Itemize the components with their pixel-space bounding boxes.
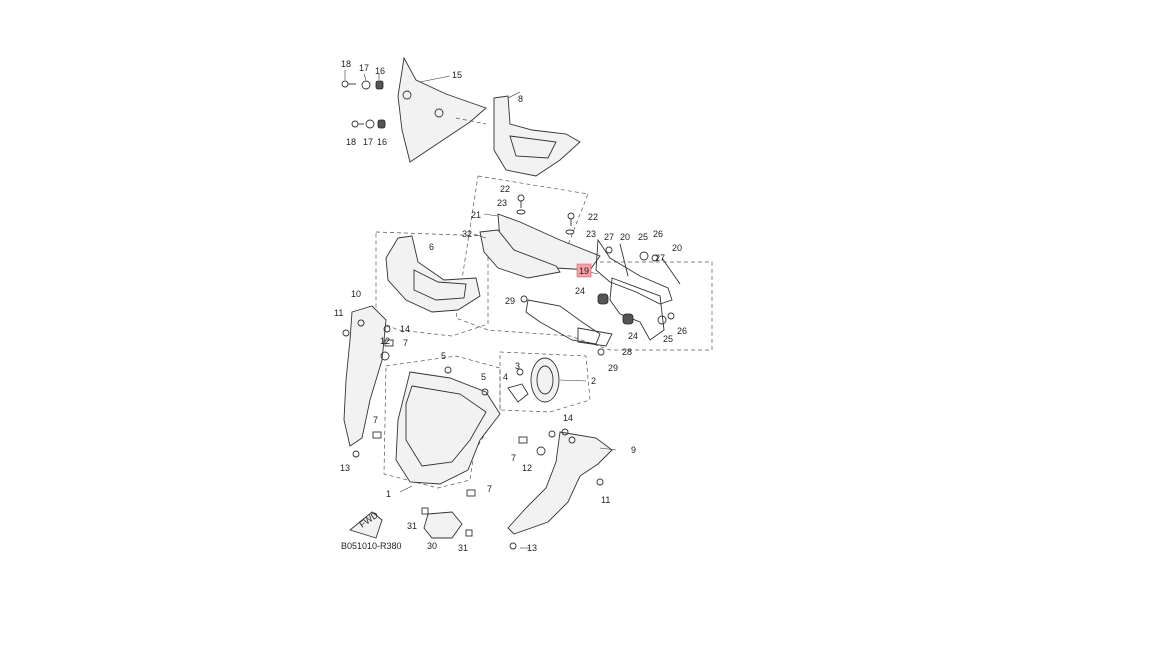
callout-13-b: 13: [527, 543, 537, 553]
callout-2: 2: [591, 376, 596, 386]
callout-9: 9: [631, 445, 636, 455]
callout-26-b: 26: [677, 326, 687, 336]
callout-3: 3: [515, 361, 520, 371]
callout-11-b: 11: [601, 495, 610, 505]
callout-21: 21: [471, 210, 481, 220]
callout-15: 15: [452, 70, 462, 80]
upper-cowl-part-6: [385, 235, 481, 313]
callout-labels: 18 17 16 15 18 17 16 8 22 23 21 22 23 32…: [334, 59, 687, 553]
callout-16-lower: 16: [377, 137, 387, 147]
side-cover-left-part-10: [343, 305, 387, 447]
inner-panel-21-32: [479, 213, 601, 279]
callout-29-b: 29: [608, 363, 618, 373]
callout-7-b: 7: [373, 415, 378, 425]
windshield-part-15: [397, 56, 487, 163]
callout-32: 32: [462, 229, 472, 239]
callout-19-highlight: [576, 263, 592, 278]
callout-25-a: 25: [638, 232, 648, 242]
callout-30: 30: [427, 541, 437, 551]
fwd-arrow-icon: FWD: [349, 509, 383, 539]
callout-29-a: 29: [505, 296, 515, 306]
callout-7-d: 7: [487, 484, 492, 494]
headlight-bulb-group: [444, 357, 560, 403]
callout-22-a: 22: [500, 184, 510, 194]
callout-27-b: 27: [655, 253, 665, 263]
inner-cover-part-8: [493, 95, 581, 177]
callout-26-a: 26: [653, 229, 663, 239]
callout-18-upper: 18: [341, 59, 351, 69]
callout-7-c: 7: [511, 453, 516, 463]
callout-5-a: 5: [441, 351, 446, 361]
callout-14-a: 14: [400, 324, 410, 334]
callout-18-lower: 18: [346, 137, 356, 147]
callout-17-lower: 17: [363, 137, 373, 147]
callout-12-b: 12: [522, 463, 532, 473]
reference-code: B051010-R380: [341, 541, 402, 551]
callout-20-b: 20: [672, 243, 682, 253]
callout-5-b: 5: [481, 372, 486, 382]
callout-13-a: 13: [340, 463, 350, 473]
callout-23-a: 23: [497, 198, 507, 208]
callout-11-a: 11: [334, 308, 343, 318]
callout-24-b: 24: [628, 331, 638, 341]
callout-25-b: 25: [663, 334, 673, 344]
callout-4: 4: [503, 372, 508, 382]
callout-31-a: 31: [407, 521, 417, 531]
clips-and-nuts: [342, 325, 604, 550]
callout-17-upper: 17: [359, 63, 369, 73]
callout-23-b: 23: [586, 229, 596, 239]
callout-6: 6: [429, 242, 434, 252]
callout-14-b: 14: [563, 413, 573, 423]
callout-10: 10: [351, 289, 361, 299]
callout-1: 1: [386, 489, 391, 499]
callout-12-a: 12: [380, 336, 390, 346]
side-cover-right-part-9: [507, 430, 613, 535]
callout-31-b: 31: [458, 543, 468, 553]
position-lamp-part-30: [421, 507, 473, 539]
callout-16-upper: 16: [375, 66, 385, 76]
callout-19: 19: [579, 266, 589, 276]
callout-7-a: 7: [403, 338, 408, 348]
callout-22-b: 22: [588, 212, 598, 222]
callout-20-a: 20: [620, 232, 630, 242]
headlight-stay-assembly: [520, 238, 681, 356]
callout-28: 28: [622, 347, 632, 357]
callout-24-a: 24: [575, 286, 585, 296]
screw-set-22-23: [516, 194, 575, 235]
callout-27-a: 27: [604, 232, 614, 242]
screw-washer-set-upper: [341, 80, 386, 129]
callout-8: 8: [518, 94, 523, 104]
headlight-body-part-1: [395, 371, 501, 485]
